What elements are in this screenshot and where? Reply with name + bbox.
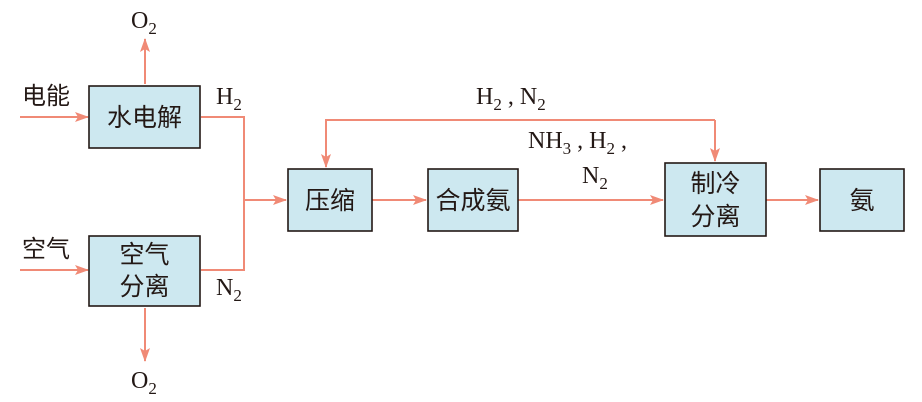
mixture-nh: NH: [528, 128, 563, 154]
mixture-h-sub: 2: [607, 139, 616, 158]
h2-main: H: [216, 84, 233, 110]
air-separation-label-line1: 空气: [119, 240, 169, 269]
mixture-sep2: ,: [615, 128, 627, 154]
h2-label: H2: [216, 84, 242, 114]
recycle-h-sub: 2: [493, 95, 502, 114]
o2-bottom-label: O2: [131, 368, 157, 398]
n2-sub: 2: [233, 286, 242, 305]
air-input-label: 空气: [22, 235, 70, 263]
o2-top-main: O: [131, 8, 148, 34]
air-separation-node: 空气 分离: [88, 235, 201, 307]
mixture-nh-sub: 3: [563, 139, 572, 158]
recycle-n-sub: 2: [537, 95, 546, 114]
mixture-sep1: ,: [571, 128, 589, 154]
air-separation-label-line2: 分离: [119, 272, 169, 301]
refrigeration-separation-label-line1: 制冷: [690, 169, 740, 198]
recycle-label: H2 , N2: [476, 84, 546, 114]
mixture-n: N: [582, 163, 599, 189]
mixture-n-sub: 2: [599, 174, 608, 193]
electrolysis-node: 水电解: [88, 85, 201, 149]
electricity-input-label: 电能: [22, 82, 70, 110]
o2-top-label: O2: [131, 8, 157, 38]
o2-bottom-main: O: [131, 368, 148, 394]
mixture-label-line2: N2: [582, 163, 608, 193]
recycle-h: H: [476, 84, 493, 110]
product-node: 氨: [819, 168, 905, 232]
mixture-h: H: [589, 128, 606, 154]
h2-line: [201, 116, 245, 200]
o2-bottom-sub: 2: [148, 379, 157, 398]
synthesis-label: 合成氨: [435, 186, 510, 215]
n2-label: N2: [216, 275, 242, 305]
compression-node: 压缩: [287, 168, 373, 232]
recycle-line: [321, 119, 715, 168]
synthesis-node: 合成氨: [427, 168, 519, 232]
h2-sub: 2: [233, 95, 242, 114]
flow-lines: [20, 38, 819, 362]
compression-label: 压缩: [305, 186, 355, 215]
refrigeration-separation-label-line2: 分离: [690, 202, 740, 231]
n2-main: N: [216, 275, 233, 301]
refrigeration-separation-node: 制冷 分离: [664, 162, 767, 237]
mixture-label-line1: NH3 , H2 ,: [528, 128, 627, 158]
n2-line: [201, 200, 245, 271]
recycle-n: N: [520, 84, 537, 110]
product-label: 氨: [849, 186, 874, 215]
electrolysis-label: 水电解: [107, 103, 182, 132]
o2-top-sub: 2: [148, 19, 157, 38]
recycle-sep: ,: [502, 84, 520, 110]
